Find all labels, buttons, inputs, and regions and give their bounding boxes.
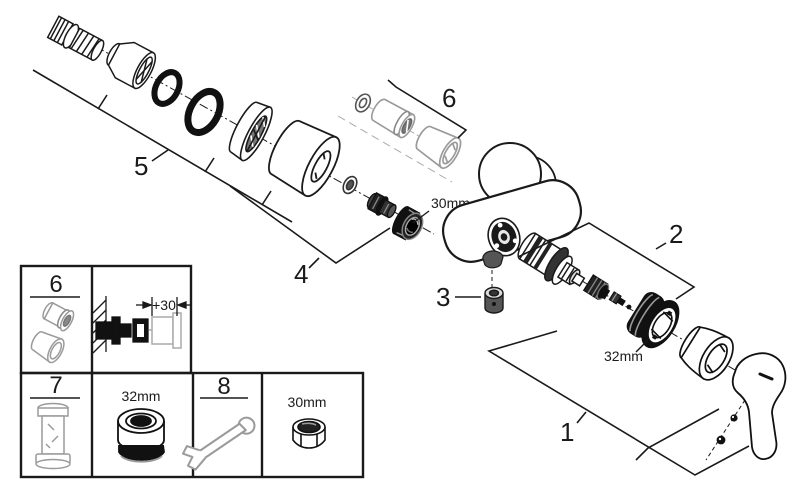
axis-lines <box>65 29 767 461</box>
callout-4: 4 <box>294 259 308 289</box>
legend-kit6-socket <box>30 331 65 364</box>
leader-5 <box>32 69 293 223</box>
part-check-valve <box>366 192 397 219</box>
legend-kit6-label: 6 <box>49 271 62 298</box>
legend-install-extension <box>149 312 182 349</box>
callout-6: 6 <box>442 83 456 113</box>
part-threaded-collar <box>228 101 273 162</box>
handle-screw-upper <box>730 414 738 422</box>
leader-4 <box>229 185 391 269</box>
callout-2: 2 <box>669 219 683 249</box>
cartridge-seat <box>487 217 521 257</box>
axis-handle-screws <box>705 399 746 461</box>
callout-1: 1 <box>560 417 574 447</box>
part-3-plug <box>484 286 504 314</box>
legend-nut-dim: 30mm <box>288 394 327 410</box>
part-escutcheon-cover <box>268 119 341 198</box>
screw-tip <box>626 304 632 310</box>
callout-5: 5 <box>134 151 148 181</box>
part-cartridge <box>517 232 586 287</box>
handle-logo-slot <box>758 372 774 381</box>
part-handle-screw <box>608 291 626 307</box>
legend-kit6-cylinder <box>42 301 75 332</box>
dim-32mm: 32mm <box>604 348 643 364</box>
legend-install-dimension <box>136 297 192 316</box>
part-union-cap <box>106 41 157 90</box>
leader-1 <box>487 330 750 476</box>
legend-tool7-tube <box>35 402 71 470</box>
legend-install-fitting <box>95 316 149 345</box>
kit6-socket-sleeve <box>415 125 462 169</box>
legend-table <box>19 264 365 479</box>
legend-tool8-wrench <box>182 416 256 471</box>
legend-nut-part <box>292 418 326 449</box>
leader-1-inner <box>635 408 720 461</box>
part-lever-handle <box>731 352 787 460</box>
callout-3: 3 <box>436 282 450 312</box>
part-handle-adapter <box>582 274 611 301</box>
screw-highlight-1 <box>731 415 735 419</box>
handle-screw-lower <box>716 435 726 445</box>
part-small-washer <box>342 175 358 195</box>
part-oring-large <box>184 87 224 137</box>
kit6-dashed-link <box>337 115 453 183</box>
part-s-union-nipple <box>46 15 105 62</box>
outlet-dome <box>482 250 504 269</box>
legend-install-offset: +30 <box>152 297 176 313</box>
legend-ring-part <box>117 408 165 463</box>
leader-30mm <box>412 210 430 224</box>
leader-6 <box>387 79 468 139</box>
kit6-washer <box>354 93 372 113</box>
legend-ring-dim: 32mm <box>122 388 161 404</box>
legend-tool7-label: 7 <box>49 372 62 399</box>
part-handle-sleeve <box>679 326 734 381</box>
part-ring-32mm <box>626 292 680 349</box>
leader-2 <box>517 222 696 300</box>
screw-highlight-2 <box>718 437 722 441</box>
part-oring-small <box>151 69 183 107</box>
leader-32mm <box>635 339 649 353</box>
kit6-extension-cylinder <box>370 98 416 139</box>
legend-tool8-label: 8 <box>217 373 230 400</box>
